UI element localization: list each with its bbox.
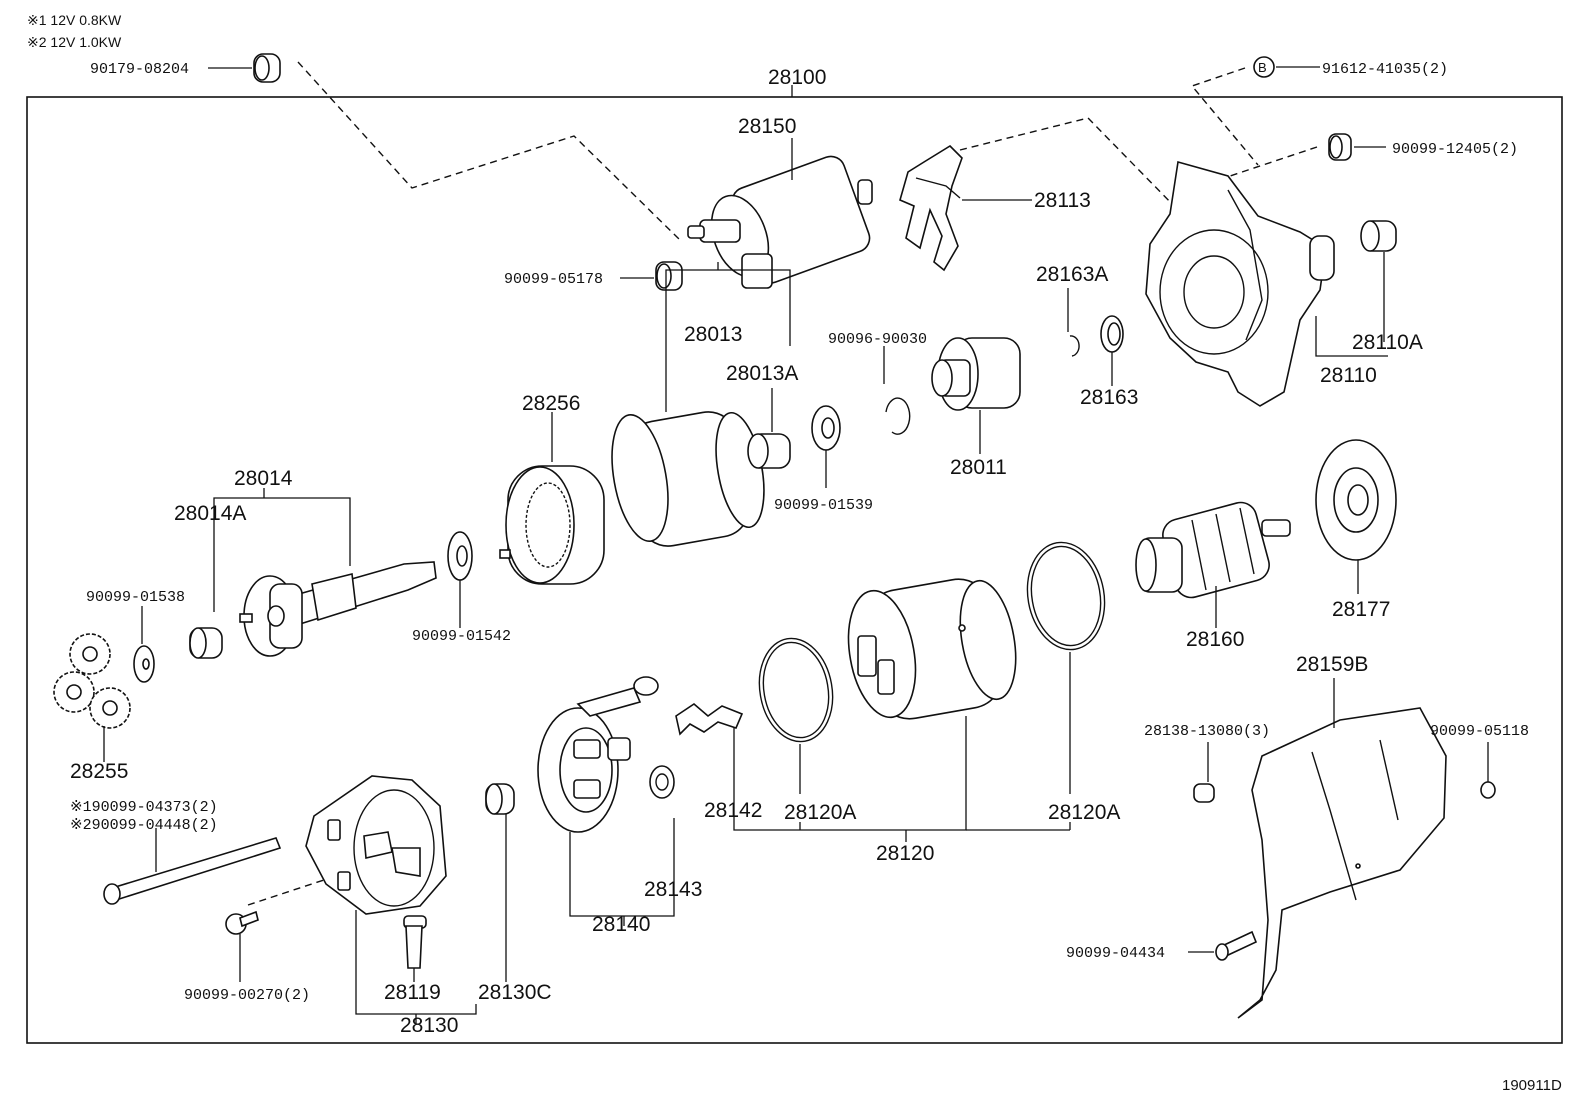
starter-housing-28110 [1145, 160, 1388, 407]
armature-28160 [1135, 501, 1291, 628]
end-frame-28130 [305, 775, 477, 1024]
label-28138-13080: 28138-13080(3) [1144, 723, 1270, 740]
planetary-gears-28255 [53, 633, 131, 762]
dashed-leader-housing [959, 117, 1179, 211]
label-90099-05178: 90099-05178 [504, 271, 603, 288]
label-28110: 28110 [1320, 364, 1377, 387]
diagram-id: 190911D [1502, 1077, 1562, 1094]
dashed-leader-nut [1223, 146, 1318, 179]
label-90099-12405: 90099-12405(2) [1392, 141, 1518, 158]
label-90099-01538: 90099-01538 [86, 589, 185, 606]
dashed-leader-screw [247, 875, 337, 906]
label-28120A-right: 28120A [1048, 801, 1120, 824]
o-ring-28120A-right [1026, 541, 1106, 794]
bolt-28119 [403, 915, 427, 982]
label-90099-05118: 90099-05118 [1430, 723, 1529, 740]
bushing-90179-08204 [208, 53, 281, 83]
washer-90099-01539 [811, 405, 841, 488]
label-90099-00270: 90099-00270(2) [184, 987, 310, 1004]
label-28256: 28256 [522, 392, 580, 415]
label-28140: 28140 [592, 913, 650, 936]
label-90099-04373: ※190099-04373(2) [70, 799, 218, 816]
dashed-leader-bolt-b [1190, 67, 1259, 166]
washer-90099-01538 [133, 606, 155, 683]
field-frame-28120 [733, 578, 1071, 842]
label-circle-b: B [1258, 60, 1267, 75]
washer-90099-05178 [620, 261, 683, 291]
snap-ring-90096-90030 [883, 346, 911, 435]
label-28013: 28013 [684, 323, 742, 346]
label-28160: 28160 [1186, 628, 1244, 651]
label-28120A-left: 28120A [784, 801, 856, 824]
label-28119: 28119 [384, 981, 441, 1004]
note-spec-2: ※2 12V 1.0KW [27, 34, 122, 50]
note-spec-1: ※1 12V 0.8KW [27, 12, 122, 28]
assembly-frame [26, 96, 1563, 1044]
label-28100: 28100 [768, 66, 826, 89]
nut-90099-12405 [1328, 133, 1386, 161]
label-90096-90030: 90096-90030 [828, 331, 927, 348]
label-28110A: 28110A [1352, 331, 1423, 354]
label-28255: 28255 [70, 760, 128, 783]
label-91612-41035: 91612-41035(2) [1322, 61, 1448, 78]
label-28150: 28150 [738, 115, 796, 138]
label-28120: 28120 [876, 842, 934, 865]
label-28142: 28142 [704, 799, 762, 822]
label-28011: 28011 [950, 456, 1007, 479]
bolt-90099-04434 [1188, 930, 1258, 961]
protector-28159B [1237, 678, 1447, 1019]
o-ring-28120A-left [758, 637, 834, 794]
label-90099-04434: 90099-04434 [1066, 945, 1165, 962]
yoke-28013 [611, 262, 791, 547]
label-28177: 28177 [1332, 598, 1390, 621]
label-28130C: 28130C [478, 981, 552, 1004]
through-bolt-90099-04373 [103, 828, 282, 905]
brush-holder-28140 [537, 676, 675, 926]
label-90179-08204: 90179-08204 [90, 61, 189, 78]
dashed-leader-bushing [297, 61, 681, 241]
brush-spring-28143 [649, 765, 675, 799]
plug-28130C [485, 783, 515, 982]
magnetic-switch-28150 [687, 138, 873, 289]
drive-lever-28113 [899, 144, 1032, 272]
label-28130: 28130 [400, 1014, 458, 1037]
label-28014A: 28014A [174, 502, 246, 525]
nut-90099-05118 [1480, 742, 1496, 799]
end-cover-28177 [1315, 439, 1397, 594]
label-28163A: 28163A [1036, 263, 1108, 286]
bushing-28013A [747, 388, 791, 469]
bushing-28110A [1360, 220, 1397, 342]
label-90099-01542: 90099-01542 [412, 628, 511, 645]
bushing-28014A [189, 627, 223, 659]
label-28143: 28143 [644, 878, 702, 901]
label-28159B: 28159B [1296, 653, 1368, 676]
nut-28138-13080 [1193, 742, 1215, 803]
label-28163: 28163 [1080, 386, 1138, 409]
internal-gear-28256 [499, 412, 605, 585]
label-28013A: 28013A [726, 362, 798, 385]
callout-b-circle [1253, 56, 1275, 78]
label-90099-01539: 90099-01539 [774, 497, 873, 514]
washer-28163 [1100, 315, 1124, 386]
starter-clutch-28011 [931, 337, 1021, 454]
label-28113: 28113 [1034, 189, 1091, 212]
label-28014: 28014 [234, 467, 293, 490]
snap-ring-28163A [1067, 288, 1080, 357]
washer-90099-01542 [447, 531, 473, 628]
lead-wire-28142 [675, 702, 744, 736]
label-90099-04448: ※290099-04448(2) [70, 817, 218, 834]
screw-90099-00270 [225, 910, 259, 982]
planetary-shaft-28014 [213, 488, 437, 657]
